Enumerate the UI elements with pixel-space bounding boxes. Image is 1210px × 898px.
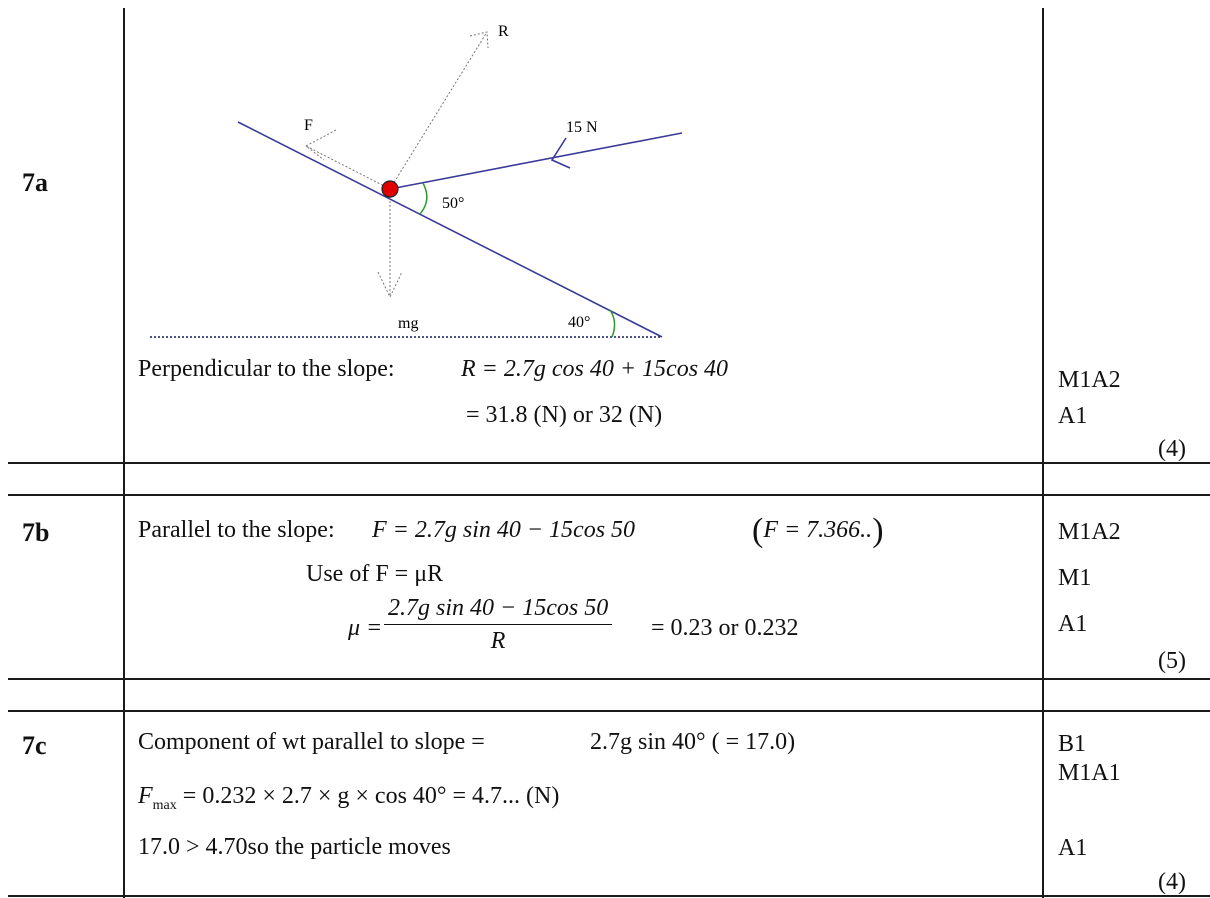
- row-divider-4: [8, 710, 1210, 712]
- 7b-line1-aside: (F = 7.366..): [752, 512, 884, 549]
- label-50deg: 50°: [442, 195, 464, 212]
- question-number-7c: 7c: [22, 731, 47, 760]
- slope-line: [237, 121, 663, 338]
- 7b-line2: Use of F = μR: [306, 561, 444, 587]
- 7c-f-subscript: max: [152, 797, 177, 813]
- 7b-mark-3: A1: [1058, 611, 1088, 637]
- 7b-mark-1: M1A2: [1058, 519, 1121, 545]
- question-number-7b: 7b: [22, 518, 50, 547]
- 7c-line1-equation: 2.7g sin 40° ( = 17.0): [590, 729, 796, 755]
- 7c-f-symbol: F: [138, 783, 153, 809]
- 7c-mark-2: M1A1: [1058, 760, 1121, 786]
- friction-line: [305, 145, 391, 190]
- 7a-mark-2: A1: [1058, 403, 1088, 429]
- label-15n: 15 N: [566, 119, 598, 136]
- row-divider-3: [8, 678, 1210, 680]
- 7b-fraction-result: = 0.23 or 0.232: [651, 615, 799, 641]
- label-r: R: [498, 23, 509, 40]
- 7b-line1-equation: F = 2.7g sin 40 − 15cos 50: [372, 517, 636, 543]
- 7b-mark-2: M1: [1058, 565, 1092, 591]
- row-divider-bottom: [8, 895, 1210, 897]
- 7c-line3: 17.0 > 4.70so the particle moves: [138, 834, 451, 860]
- 7b-fraction-numerator: 2.7g sin 40 − 15cos 50: [384, 596, 613, 625]
- particle: [381, 180, 399, 198]
- question-number-7a: 7a: [22, 168, 48, 197]
- 7a-line1-prefix: Perpendicular to the slope:: [138, 356, 395, 382]
- 7c-line2-equation: = 0.232 × 2.7 × g × cos 40° = 4.7... (N): [176, 783, 560, 809]
- column-divider-left: [123, 8, 125, 898]
- 7b-aside-value: F = 7.366..: [763, 517, 873, 543]
- friction-arrowhead: [305, 129, 337, 161]
- 7c-mark-1: B1: [1058, 731, 1087, 757]
- 7b-line1-prefix: Parallel to the slope:: [138, 517, 335, 543]
- 7c-mark-3: A1: [1058, 835, 1088, 861]
- 7c-line1-prefix: Component of wt parallel to slope =: [138, 729, 485, 755]
- label-f: F: [304, 117, 313, 134]
- force-diagram: R F 15 N 50° mg 40°: [150, 23, 683, 338]
- 7b-fraction-denominator: R: [490, 628, 506, 654]
- 7a-line1-equation: R = 2.7g cos 40 + 15cos 40: [461, 356, 729, 382]
- 7b-fraction: 2.7g sin 40 − 15cos 50 R: [384, 596, 613, 654]
- 7c-total: (4): [1158, 869, 1186, 895]
- 7a-line2: = 31.8 (N) or 32 (N): [466, 402, 663, 428]
- row-divider-2: [8, 494, 1210, 496]
- reaction-line: [389, 31, 488, 190]
- force-15n-line: [389, 132, 683, 190]
- 7b-mu: μ =: [348, 615, 383, 641]
- row-divider-1: [8, 462, 1210, 464]
- weight-arrowhead: [377, 271, 403, 299]
- angle-arc-40: [609, 309, 616, 338]
- angle-arc-50: [419, 182, 428, 215]
- 7a-mark-1: M1A2: [1058, 367, 1121, 393]
- reaction-arrowhead: [469, 31, 489, 49]
- label-40deg: 40°: [568, 314, 590, 331]
- 7a-total: (4): [1158, 436, 1186, 462]
- force-15n-arrowhead: [550, 137, 571, 169]
- 7b-total: (5): [1158, 648, 1186, 674]
- 7c-line2: Fmax = 0.232 × 2.7 × g × cos 40° = 4.7..…: [138, 784, 559, 813]
- label-mg: mg: [398, 315, 418, 332]
- column-divider-right: [1042, 8, 1044, 898]
